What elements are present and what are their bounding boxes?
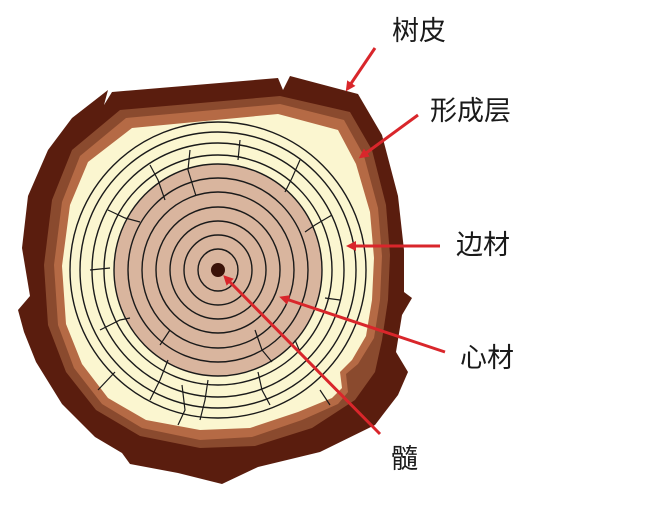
label-heartwood: 心材 bbox=[460, 343, 514, 374]
label-pith: 髓 bbox=[391, 444, 418, 475]
sapwood-growth-rings bbox=[69, 121, 367, 419]
arrow-bark bbox=[345, 47, 377, 92]
label-bark: 树皮 bbox=[392, 16, 446, 47]
pointer-arrows bbox=[223, 47, 446, 436]
heartwood-growth-rings bbox=[113, 163, 323, 377]
label-cambium: 形成层 bbox=[430, 96, 511, 127]
arrow-pith bbox=[223, 275, 382, 436]
arrow-cambium bbox=[358, 113, 419, 159]
pith bbox=[211, 263, 225, 277]
label-sapwood: 边材 bbox=[456, 230, 510, 261]
radial-rays bbox=[89, 139, 341, 426]
arrow-heartwood bbox=[279, 295, 446, 354]
